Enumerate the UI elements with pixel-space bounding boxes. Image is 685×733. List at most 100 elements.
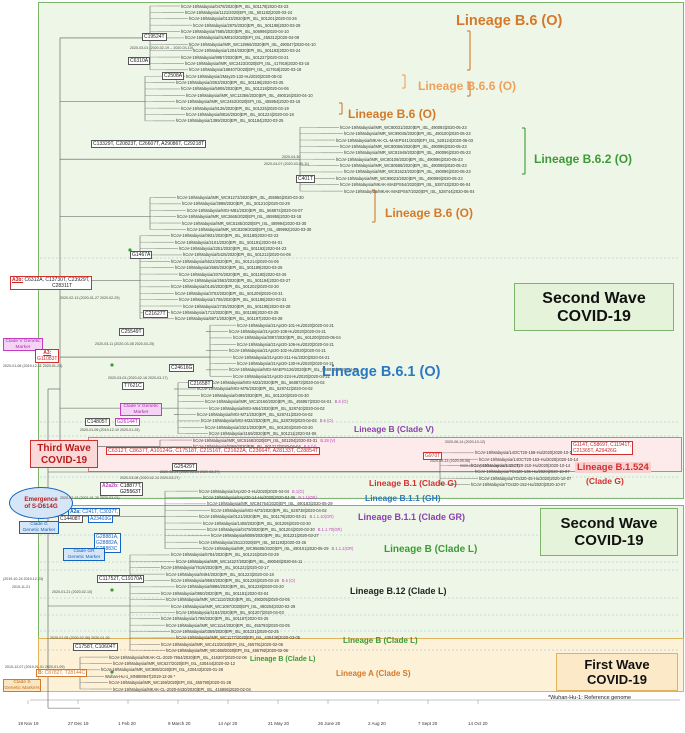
tip-label: hCoV-19/Malaysia/21Apr20-108-Hu/2020|202…: [229, 329, 326, 335]
lineage-b11-gh: Lineage B.1.1 (GH): [365, 493, 441, 503]
axis-tick-label: 21 May 20: [268, 721, 290, 726]
clade-v-marker-2-line2: Marker: [133, 409, 149, 415]
axis-tick-label: 1 Feb 20: [118, 721, 136, 726]
tip-label: hCoV-19/Malaysia/3998/2020|EPI_ISL_50121…: [182, 201, 290, 207]
clade-gr-marker-line1: Clade GR: [73, 549, 95, 554]
tip-label: hCoV-19/Malaysia/9857/2020|EPI_ISL_50122…: [181, 54, 289, 60]
tip-label: hCoV-19/Malaysia/IMR_WC2665/2020|EPI_ISL…: [177, 214, 302, 220]
tip-label: hCoV-19/Malaysia/1399/2020|EPI_ISL_50118…: [176, 118, 284, 124]
lineage-b62: Lineage B.6.2 (O): [534, 152, 633, 166]
b-label: B:: [38, 670, 44, 676]
tip-label: hCoV-19/Malaysia/5906/2020|EPI_ISL_50121…: [181, 86, 289, 92]
emergence-d614g-callout: Emergence of S-D614G: [9, 487, 73, 519]
tip-label: hCoV-19/Malaysia/2May20-132-Hu/2020|2020…: [186, 73, 282, 79]
node-date-d1: 2020-03-01 (2020-02-19 -- 2020-03-10): [130, 46, 193, 50]
lineage-b61: Lineage B.6.1 (O): [322, 364, 441, 380]
clade-v-marker-2-line1: Clade V Genetic: [123, 404, 159, 409]
tip-label: hCoV-19/Malaysia/2063/2020|EPI_ISL_50119…: [176, 80, 284, 86]
tip-label: hCoV-19/Malaysia/MGI-M73/2020|EPI_ISL_52…: [211, 507, 327, 513]
lineage-b66: Lineage B.6.6 (O): [418, 79, 517, 93]
second-wave-label-bottom: Second Wave COVID-19: [540, 508, 678, 556]
node-date-d13: 2020-09-13 (2020-09-06): [430, 459, 471, 463]
emergence-line1: Emergence: [24, 496, 58, 503]
tip-label: hCoV-19/Malaysia/IMR_WC91272/2020|EPI_IS…: [177, 194, 304, 200]
first-wave-label: First Wave COVID-19: [556, 653, 678, 691]
a3-marker-mutation: G11083T: [37, 356, 58, 362]
second-wave-label-top: Second Wave COVID-19: [514, 283, 674, 331]
tip-label: hCoV-19/Malaysia/9593/2020|EPI_ISL_50122…: [171, 577, 295, 583]
tip-label: hCoV-19/Malaysia/21Apr20-224-Hu/2020|202…: [233, 373, 330, 379]
tip-label: hCoV-19/Malaysia/MR_WC95685/2020|EPI_ISL…: [203, 546, 354, 552]
tip-label: hCoV-19/Malaysia/1706/2020|EPI_ISL_50118…: [179, 297, 287, 303]
node-marker: [110, 588, 114, 592]
tip-label: hCoV-19/Malaysia/3097/2020|EPI_ISL_50120…: [233, 335, 341, 341]
clade-s-marker-line2: Genetic Markers: [4, 685, 40, 691]
a2a2b-c18877t: C18877T,: [120, 483, 142, 489]
mutation-c14408t: C14408T: [58, 515, 83, 523]
tip-label: hCoV-19/Malaysia/IMR_WC81949/2020|EPI_IS…: [344, 150, 471, 156]
a3b-label: A3b:: [12, 277, 24, 283]
clade-gr-marker-line2: Genetic Marker: [67, 554, 101, 560]
axis-tick-label: 14 Apr 20: [218, 721, 238, 726]
tip-label: hCoV-19/Malaysia/1121/2020|EPI_ISL_50118…: [185, 9, 293, 15]
a2a2b-label: A2a2b:: [102, 483, 119, 489]
tip-label: hCoV-19/Malaysia/2735/2020|EPI_ISL_50119…: [183, 303, 291, 309]
tip-label: hCoV-19/Malaysia/IMR_WC5185/2020|EPI_ISL…: [182, 220, 307, 226]
tip-label: hCoV-19/Malaysia/MR_WC94764/2020|EPI_ISL…: [207, 501, 333, 507]
clade-s-marker-line1: Clade S: [13, 680, 31, 685]
tip-label: hCoV-19/Malaysia/21Apr20-101-Hu/2020|202…: [237, 322, 334, 328]
node-date-d4: 2020-02-13 (2020-01-27 2020-02-29): [60, 296, 120, 300]
tip-label: hCoV-19/Malaysia/7685/2020|EPI_ISL_50699…: [181, 29, 289, 35]
tip-label: hCoV-19/Malaysia/5425/2020|EPI_ISL_50121…: [183, 252, 291, 258]
node-date-d17: 2020-01-21 (2020-02-10): [52, 590, 93, 594]
tip-label: hCoV-19/Malaysia/0478/2020|EPI_ISL_50117…: [181, 3, 289, 9]
tip-label: hCoV-19/Malaysia/IMR_WC99045/2020|EPI_IS…: [344, 131, 471, 137]
tip-label: hCoV-19/Malaysia/2563/2020|EPI_ISL_50119…: [183, 277, 291, 283]
tip-label: hCoV-19/Malaysia/4Apr20-3-Hu/2020|2020-0…: [199, 488, 305, 494]
a3b-mutations-2: C28311T: [52, 283, 73, 290]
b-mutations: C8782T, T28144C: [44, 670, 86, 676]
tip-sublineage: B.6 (V): [304, 444, 317, 449]
lineage-b12-clade-l: Lineage B.12 (Clade L): [350, 586, 447, 596]
mutation-t7621c: T7621C: [122, 382, 144, 390]
mutation-c6310a: C6310A: [128, 57, 151, 65]
mutation-b: B: C8782T, T28144C: [36, 669, 88, 677]
lineage-b1524-clade: (Clade G): [586, 476, 624, 486]
tip-label: hCoV-19/Malaysia/0931/2020|EPI_ISL_50118…: [171, 233, 279, 239]
first-wave-line1: First Wave: [584, 657, 650, 672]
lineage-b6-low: Lineage B.6 (O): [385, 206, 474, 220]
tip-label: hCoV-19/Malaysia/2101/2020|EPI_ISL_50119…: [175, 239, 283, 245]
tip-label: hCoV-19/Malaysia/21Apr20-106-Hu/2020|202…: [237, 341, 334, 347]
mutation-g26144t: G26144T: [115, 418, 140, 426]
tip-label: hCoV-19/Malaysia/6Apr20-14-Hu/2020|2020-…: [203, 495, 317, 500]
tip-label: hCoV-19/Malaysia/3703/2020|EPI_ISL_50120…: [175, 290, 283, 296]
tip-label: hCoV-19/Malaysia/IMR_WC5168/2020|EPI_ISL…: [193, 437, 336, 443]
tip-label: hCoV-19/Malaysia/IMR_WC1097/2020|EPI_ISL…: [171, 603, 296, 609]
node-marker: [110, 670, 114, 674]
axis-tick-label: 14 Oct 20: [468, 721, 488, 726]
second-wave-top-line2: COVID-19: [557, 308, 631, 326]
tip-label: hCoV-19/Malaysia/0121/2020|EPI_ISL_50117…: [199, 514, 334, 520]
tip-label: hCoV-19/Malaysia/2076/2020|EPI_ISL_50119…: [179, 271, 287, 277]
tip-label: hCoV-19/Malaysia/7Oct20-152-Hu/2020|2020…: [471, 482, 566, 488]
tip-label: hCoV-19/Malaysia/5069/2020|EPI_ISL_50121…: [193, 444, 317, 449]
tip-label: hCoV-19/Malaysia/6871/2020|EPI_ISL_50119…: [175, 316, 283, 322]
second-wave-bottom-line1: Second Wave: [560, 515, 658, 532]
tip-label: hCoV-19/Malaysia/6784/2020|EPI_ISL_50121…: [171, 552, 279, 558]
axis-tick-label: 9 March 20: [168, 721, 191, 726]
tip-label: hCoV-19/Malaysia/MKAK-CL-2020-6430/2020|…: [113, 686, 251, 692]
node-date-d7: 2020-01-05 (2019-12-10 2020-01-25): [80, 428, 140, 432]
clade-gr-marker: Clade GR Genetic Marker: [63, 548, 105, 562]
node-marker: [128, 248, 132, 252]
node-date-d19: 2019-12-07 (2019-01-01 2020-01-09): [5, 665, 65, 669]
third-wave-line1: Third Wave: [37, 443, 91, 454]
tip-label: hCoV-19/Malaysia/MKAK-CL-2020-7554/2020|…: [109, 654, 247, 660]
clade-v-marker-2: Clade V Genetic Marker: [120, 403, 162, 417]
mutation-a23403g: A23403G: [88, 515, 114, 523]
tip-label: hCoV-19/Malaysia/MGI-M81/2020|EPI_ISL_56…: [187, 207, 303, 213]
tip-label: hCoV-19/Malaysia/0145/2020|EPI_ISL_50120…: [171, 284, 279, 290]
mutation-c24616g: C24616G: [169, 364, 195, 372]
tip-label: hCoV-19/Malaysia/2251/2020|EPI_ISL_50119…: [179, 246, 287, 252]
